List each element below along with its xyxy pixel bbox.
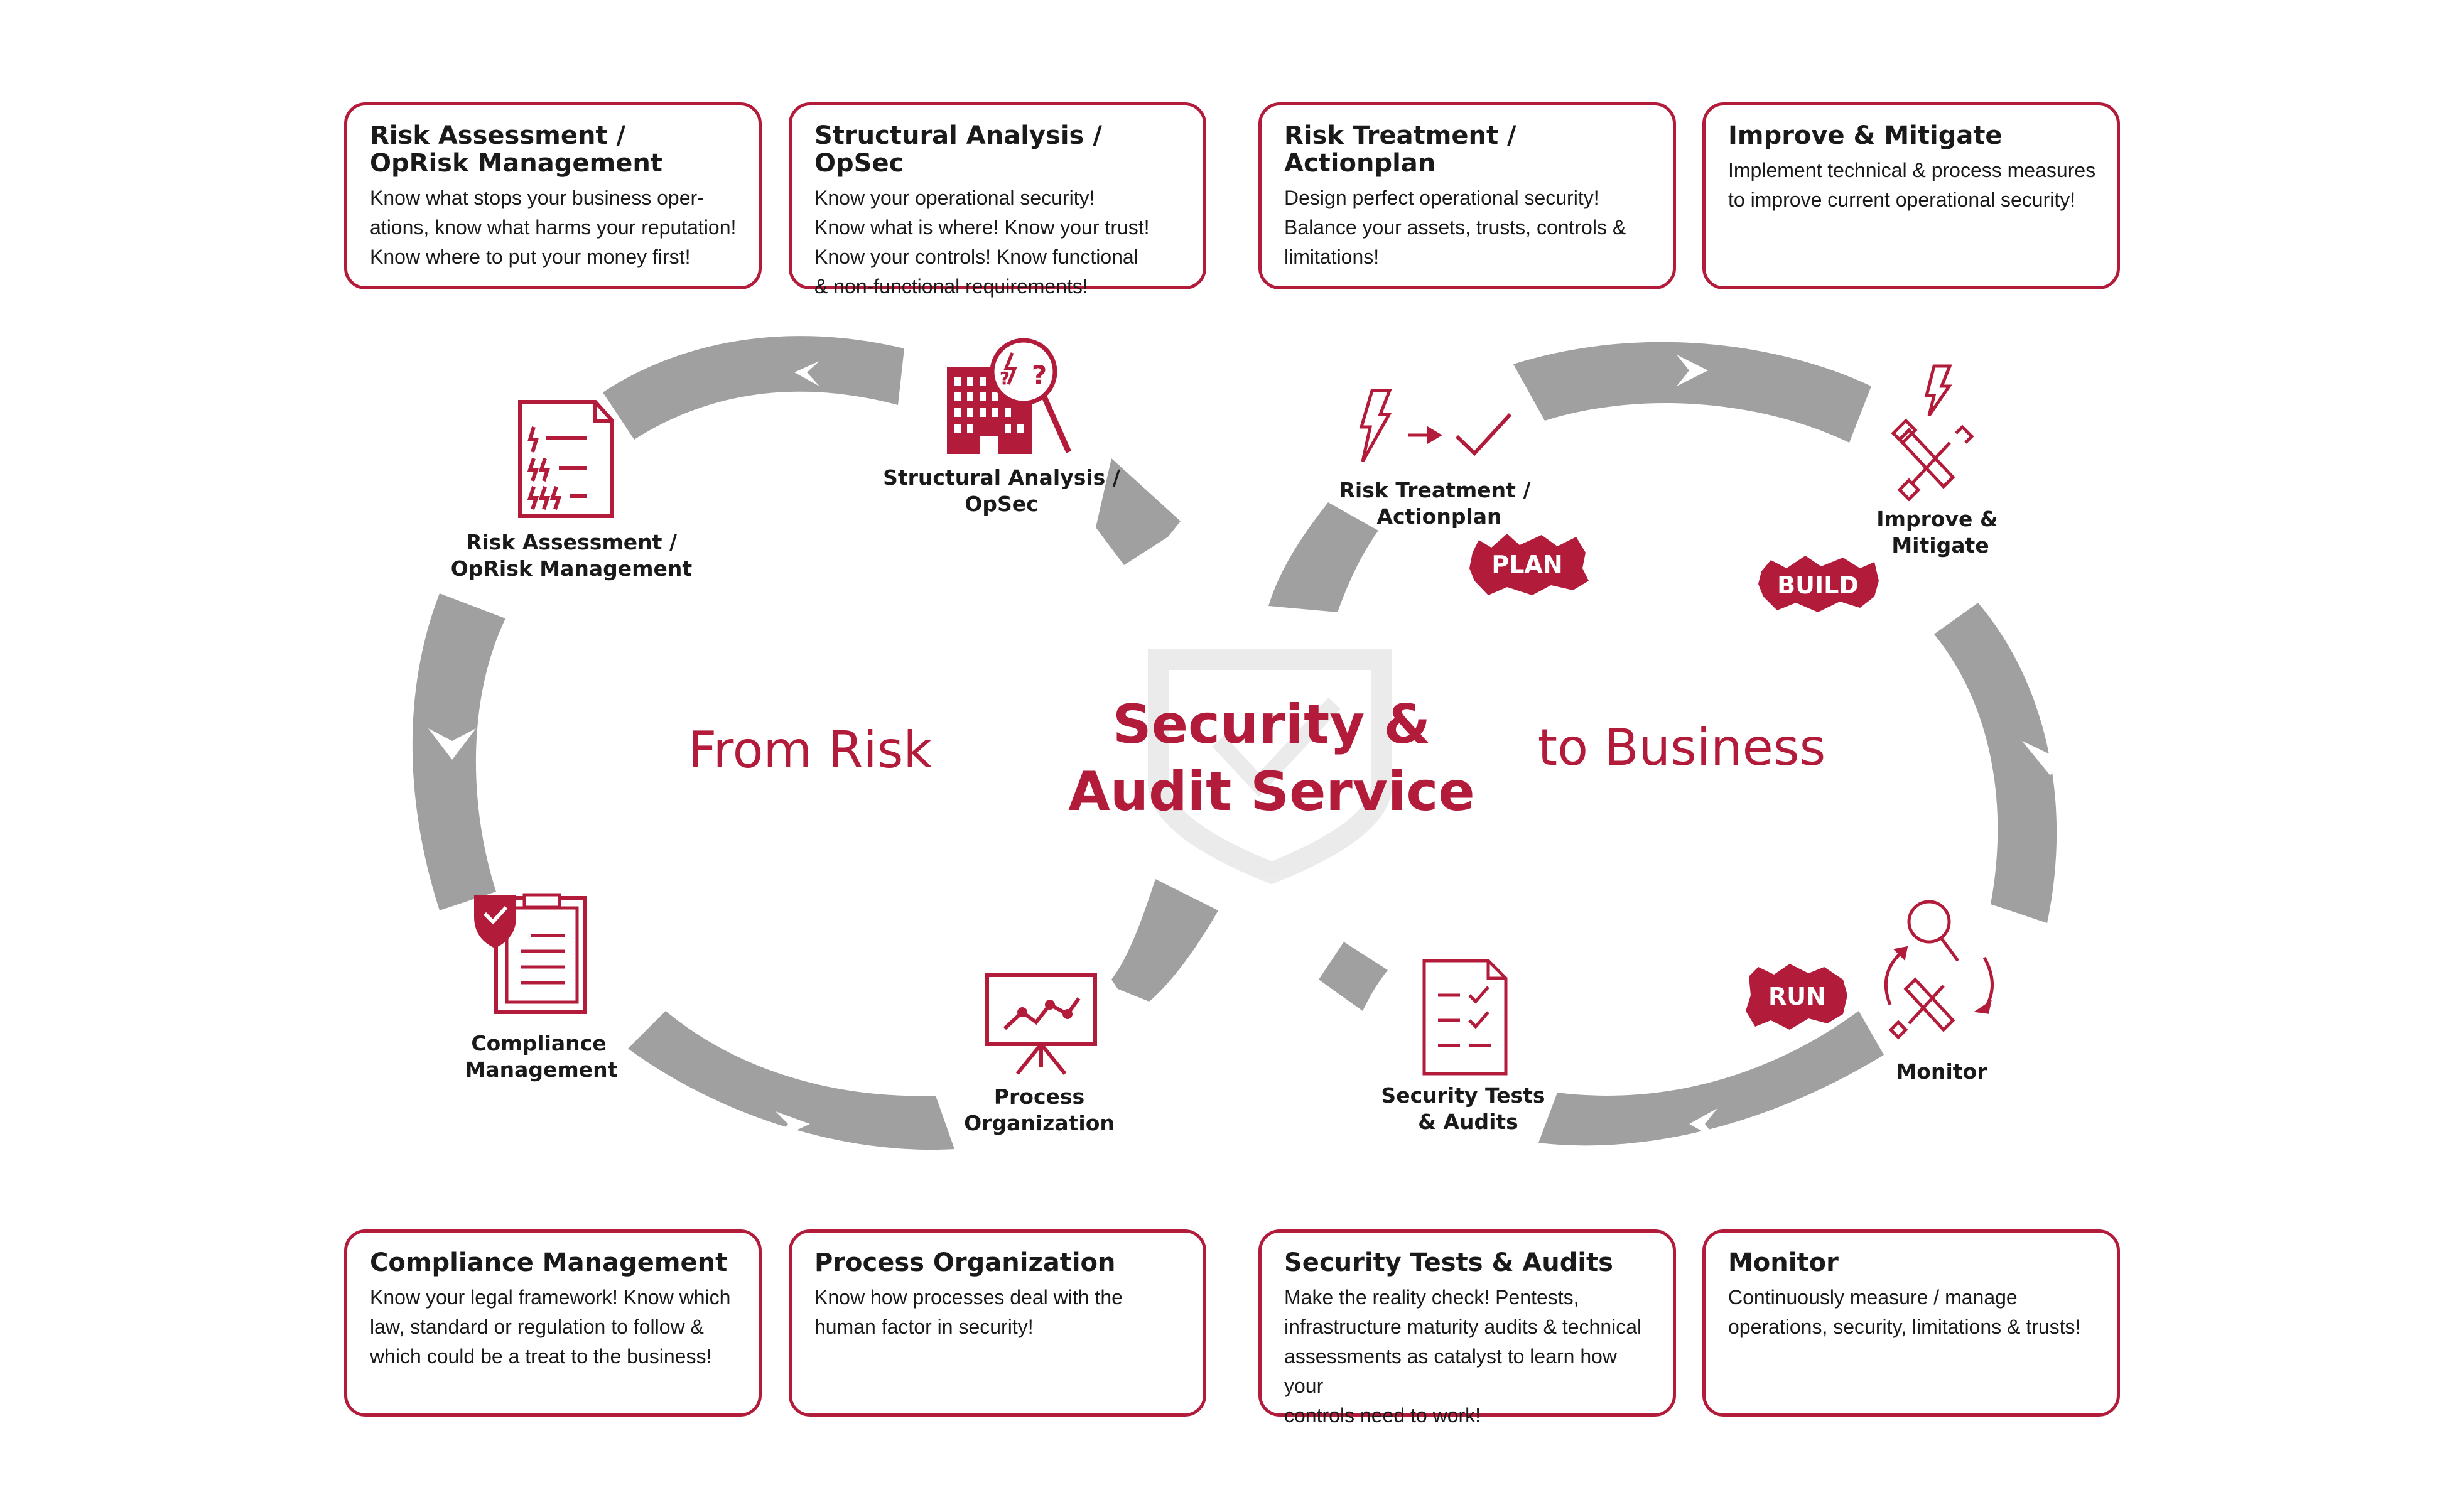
center-title-line1: Security &	[1113, 693, 1430, 756]
card-title: Compliance Management	[370, 1248, 728, 1277]
loop-arrow-center-down-right	[1319, 942, 1388, 1011]
node-improve-line2: Mitigate	[1891, 533, 1989, 558]
node-process-line2: Organization	[964, 1111, 1115, 1135]
card-security-tests: Security Tests & Audits Make the reality…	[1258, 1229, 1676, 1427]
node-security-tests-line1: Security Tests	[1381, 1083, 1545, 1108]
loop-arrow-top-left	[603, 336, 904, 440]
card-body: Design perfect operational security! Bal…	[1284, 186, 1626, 268]
card-title: Improve & Mitigate	[1728, 121, 2003, 150]
loop-arrow-bottom-right	[1538, 1011, 1884, 1146]
monitor-cycle-icon	[1884, 900, 1994, 1040]
chevron-left-icon	[794, 361, 819, 386]
card-title: Monitor	[1728, 1248, 1839, 1277]
card-title: Risk Treatment / Actionplan	[1284, 121, 1516, 178]
card-body: Continuously measure / manage operations…	[1728, 1286, 2081, 1338]
loop-arrow-left	[412, 593, 505, 910]
node-structural-analysis-line2: OpSec	[965, 492, 1038, 516]
svg-text:?: ?	[1032, 360, 1047, 391]
center-title-line2: Audit Service	[1068, 760, 1474, 823]
card-risk-assessment: Risk Assessment / OpRisk Management Know…	[344, 102, 762, 289]
card-body: Know what stops your business oper- atio…	[370, 186, 737, 268]
node-process-line1: Process	[994, 1084, 1084, 1109]
to-business-text: to Business	[1538, 718, 1826, 777]
process-chart-icon	[985, 973, 1097, 1075]
node-structural-analysis-line1: Structural Analysis /	[883, 465, 1121, 490]
card-body: Know how processes deal with the human f…	[814, 1286, 1123, 1338]
card-monitor: Monitor Continuously measure / manage op…	[1702, 1229, 2120, 1417]
compliance-clipboard-icon	[474, 893, 587, 1014]
run-stamp: RUN	[1746, 964, 1847, 1030]
build-stamp: BUILD	[1758, 556, 1879, 612]
node-risk-assessment-line1: Risk Assessment /	[466, 530, 678, 554]
card-process-organization: Process Organization Know how processes …	[789, 1229, 1206, 1417]
chevron-down-icon	[2022, 741, 2072, 775]
loop-arrow-right	[1934, 603, 2057, 923]
checklist-icon	[1422, 959, 1508, 1076]
card-title: Security Tests & Audits	[1284, 1248, 1613, 1277]
card-body: Make the reality check! Pentests, infras…	[1284, 1286, 1642, 1427]
card-title: Structural Analysis / OpSec	[814, 121, 1102, 178]
plan-stamp: PLAN	[1469, 534, 1589, 595]
node-risk-assessment-line2: OpRisk Management	[451, 556, 693, 581]
tools-icon	[1891, 364, 1974, 502]
node-monitor-label: Monitor	[1896, 1059, 1987, 1084]
arrow-chevrons	[428, 355, 2072, 1140]
card-body: Know your operational security! Know wha…	[814, 186, 1150, 298]
risk-treatment-icon	[1359, 389, 1512, 463]
card-body: Implement technical & process measures t…	[1728, 159, 2096, 211]
from-risk-text: From Risk	[688, 721, 933, 779]
building-analysis-icon: ? ?	[947, 338, 1072, 454]
loop-arrow-top-right	[1096, 458, 1181, 565]
node-compliance-line1: Compliance	[471, 1031, 606, 1056]
chevron-right-icon	[1677, 355, 1708, 386]
loop-arrow-top-right-loop	[1513, 342, 1871, 443]
card-risk-treatment: Risk Treatment / Actionplan Design perfe…	[1258, 102, 1676, 289]
build-label: BUILD	[1777, 571, 1859, 599]
risk-document-icon	[518, 400, 614, 518]
chevron-down-icon	[428, 728, 476, 760]
node-risk-treatment-line2: Actionplan	[1376, 504, 1501, 529]
plan-label: PLAN	[1491, 551, 1562, 578]
run-label: RUN	[1768, 983, 1826, 1010]
loop-arrow-bottom-left	[628, 1011, 954, 1150]
node-improve-line1: Improve &	[1876, 507, 1998, 531]
card-body: Know your legal framework! Know which la…	[370, 1286, 731, 1368]
svg-text:?: ?	[1000, 368, 1010, 389]
card-improve-mitigate: Improve & Mitigate Implement technical &…	[1702, 102, 2120, 289]
chevron-left-icon	[1689, 1108, 1717, 1140]
loop-arrow-bottom-center-left	[1111, 879, 1218, 1002]
shield-watermark-icon	[1148, 649, 1392, 885]
card-title: Risk Assessment / OpRisk Management	[370, 121, 662, 178]
chevron-right-icon	[776, 1111, 810, 1140]
card-title: Process Organization	[814, 1248, 1116, 1277]
card-structural-analysis: Structural Analysis / OpSec Know your op…	[789, 102, 1206, 298]
node-compliance-line2: Management	[465, 1057, 618, 1082]
node-security-tests-line2: & Audits	[1418, 1110, 1518, 1134]
card-compliance-management: Compliance Management Know your legal fr…	[344, 1229, 762, 1417]
node-risk-treatment-line1: Risk Treatment /	[1339, 478, 1532, 502]
loop-arrow-center-up-right	[1268, 502, 1378, 612]
